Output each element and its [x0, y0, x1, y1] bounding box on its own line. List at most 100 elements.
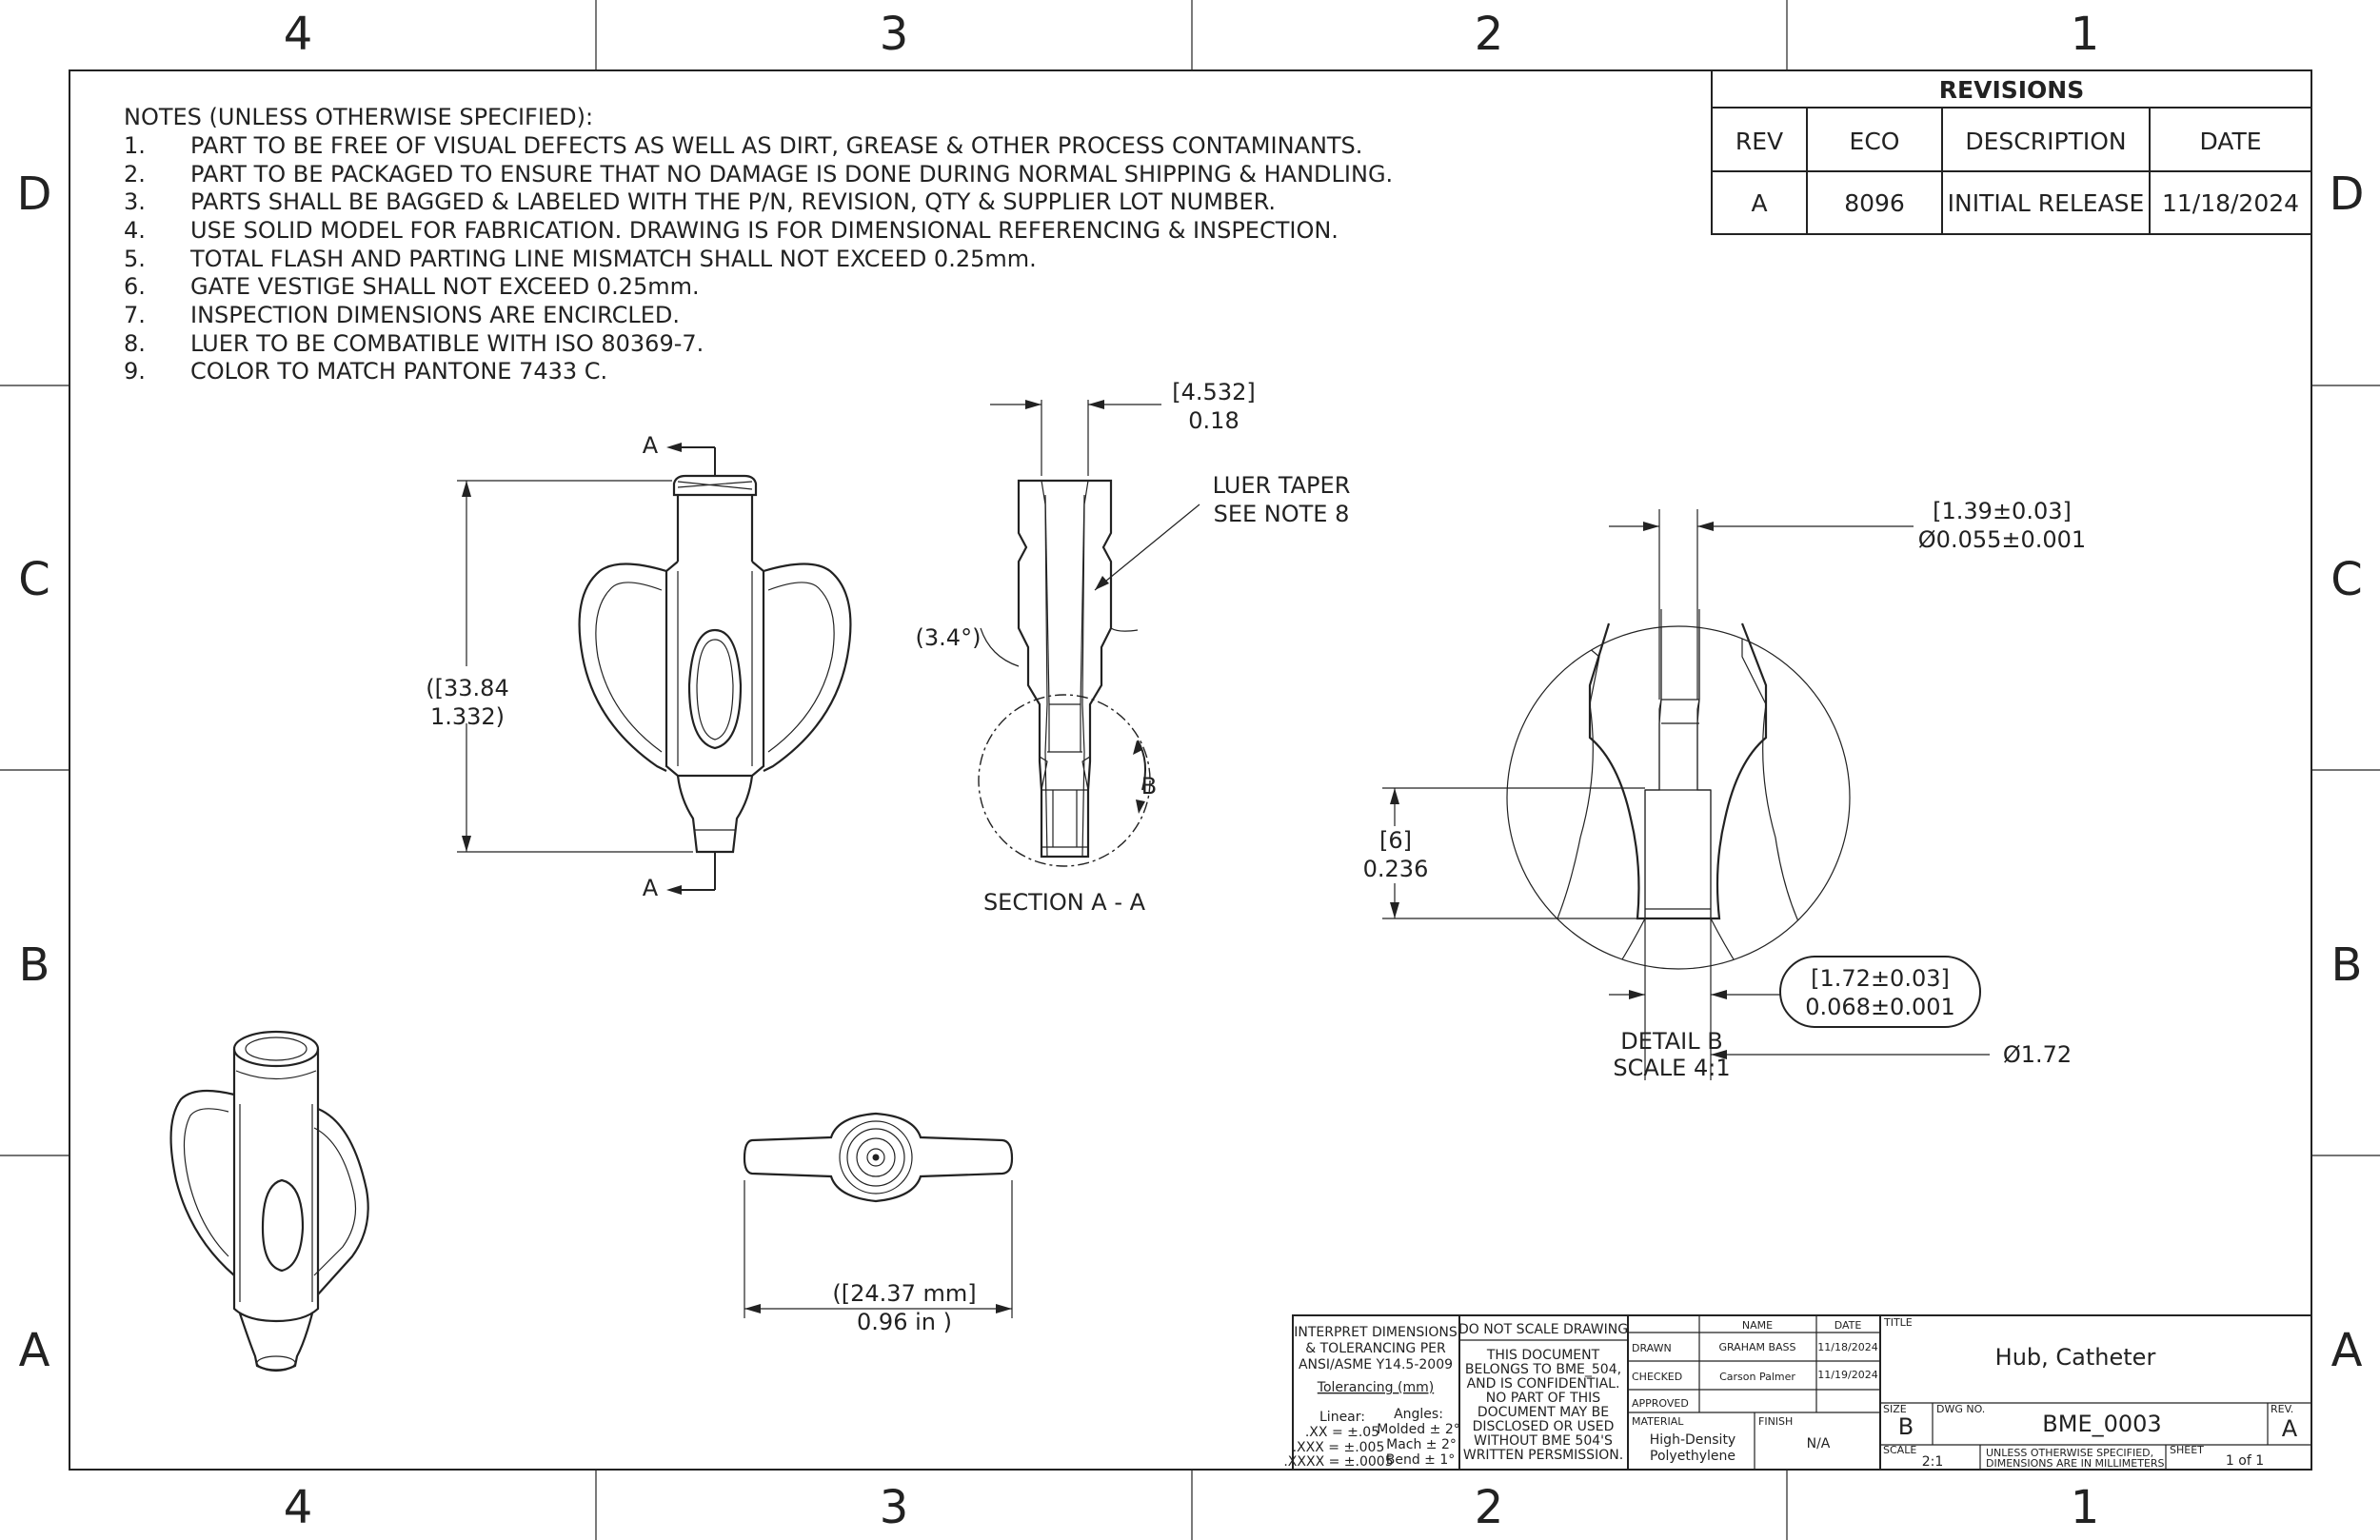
isometric-view — [169, 1030, 369, 1372]
note-2-text: PART TO BE PACKAGED TO ENSURE THAT NO DA… — [190, 161, 1393, 188]
dwg-no-value: BME_0003 — [2042, 1411, 2161, 1437]
section-a-a-view: B [4.532] 0.18 LUER TAPER SEE NOTE 8 (3.… — [916, 379, 1351, 916]
eco-cell: 8096 — [1844, 189, 1905, 217]
note-3-text: PARTS SHALL BE BAGGED & LABELED WITH THE… — [190, 188, 1276, 215]
zone-row-c-left: C — [18, 553, 50, 606]
tol-linear-1: .XX = ±.05 — [1305, 1425, 1379, 1440]
description-col-header: DESCRIPTION — [1965, 128, 2126, 155]
detail-diameter-dim: Ø1.72 — [2003, 1041, 2072, 1068]
tol-angle-3: Bend ± 1° — [1386, 1452, 1456, 1468]
zone-row-d-right: D — [2330, 168, 2365, 221]
section-label-bottom: A — [643, 875, 659, 901]
drawn-label: DRAWN — [1632, 1342, 1672, 1354]
note-9-text: COLOR TO MATCH PANTONE 7433 C. — [190, 358, 607, 385]
note-5-text: TOTAL FLASH AND PARTING LINE MISMATCH SH… — [189, 246, 1037, 272]
interpret-line1: INTERPRET DIMENSIONS — [1294, 1325, 1458, 1340]
rev-value: A — [2282, 1415, 2298, 1442]
scale-label: SCALE — [1883, 1444, 1916, 1456]
detail-title: DETAIL B — [1620, 1028, 1722, 1055]
size-label: SIZE — [1883, 1403, 1907, 1415]
detail-top-dim-line1: [1.39±0.03] — [1933, 498, 2072, 524]
tol-linear-3: .XXXX = ±.0005 — [1283, 1454, 1393, 1470]
detail-b-view: [1.39±0.03] Ø0.055±0.001 [6] 0.236 [1.72… — [1363, 498, 2087, 1081]
date-cell: 11/18/2024 — [2162, 189, 2299, 217]
confidential-line5: DOCUMENT MAY BE — [1478, 1405, 1609, 1420]
zone-col-2-bottom: 2 — [1475, 1481, 1504, 1534]
title-block: INTERPRET DIMENSIONS & TOLERANCING PER A… — [1283, 1314, 2312, 1471]
description-cell: INITIAL RELEASE — [1948, 189, 2145, 217]
zone-row-a-right: A — [2331, 1324, 2363, 1377]
zone-row-b-left: B — [19, 938, 50, 992]
zone-row-a-left: A — [19, 1324, 50, 1377]
note-6-num: 6. — [124, 273, 146, 300]
approved-label: APPROVED — [1632, 1397, 1689, 1410]
zone-col-3-bottom: 3 — [880, 1481, 909, 1534]
detail-b-ref: B — [1141, 773, 1157, 800]
detail-bottom-dim-line1: [1.72±0.03] — [1811, 965, 1950, 992]
height-dim-line2: 1.332) — [430, 703, 505, 730]
tol-angle-2: Mach ± 2° — [1386, 1437, 1457, 1452]
confidential-line8: WRITTEN PERSMISSION. — [1463, 1448, 1623, 1463]
finish-label: FINISH — [1758, 1415, 1793, 1428]
detail-height-dim-line1: [6] — [1379, 827, 1412, 854]
zone-row-c-right: C — [2330, 553, 2363, 606]
zone-row-d-left: D — [17, 168, 52, 221]
checked-date: 11/19/2024 — [1817, 1369, 1877, 1381]
checked-label: CHECKED — [1632, 1371, 1682, 1383]
units-line2: DIMENSIONS ARE IN MILLIMETERS — [1986, 1457, 2165, 1470]
scale-value: 2:1 — [1922, 1454, 1944, 1470]
luer-callout-line1: LUER TAPER — [1213, 472, 1351, 499]
date-header: DATE — [1835, 1319, 1862, 1332]
title-label: TITLE — [1883, 1316, 1913, 1329]
detail-height-dim-line2: 0.236 — [1363, 856, 1429, 882]
material-label: MATERIAL — [1632, 1415, 1684, 1428]
detail-scale: SCALE 4:1 — [1613, 1055, 1730, 1081]
zone-col-4-bottom: 4 — [284, 1481, 313, 1534]
note-1-num: 1. — [124, 132, 146, 159]
eco-col-header: ECO — [1850, 128, 1900, 155]
name-header: NAME — [1742, 1319, 1773, 1332]
note-7-num: 7. — [124, 302, 146, 328]
note-9-num: 9. — [124, 358, 146, 385]
rev-label: REV. — [2271, 1403, 2293, 1415]
checked-name: Carson Palmer — [1719, 1371, 1795, 1383]
note-8-text: LUER TO BE COMBATIBLE WITH ISO 80369-7. — [190, 330, 704, 357]
detail-top-dim-line2: Ø0.055±0.001 — [1918, 526, 2086, 553]
note-4-num: 4. — [124, 217, 146, 244]
zone-labels: 4 3 2 1 4 3 2 1 D C B A D C B A — [17, 8, 2365, 1534]
zone-row-b-right: B — [2331, 938, 2363, 992]
note-6-text: GATE VESTIGE SHALL NOT EXCEED 0.25mm. — [190, 273, 700, 300]
zone-col-3-top: 3 — [880, 8, 909, 61]
tol-angle-1: Molded ± 2° — [1377, 1422, 1459, 1437]
rev-cell: A — [1751, 189, 1767, 217]
front-view: A A ([33.84 1.332) — [426, 432, 852, 901]
note-7-text: INSPECTION DIMENSIONS ARE ENCIRCLED. — [190, 302, 680, 328]
section-title: SECTION A - A — [983, 889, 1146, 916]
section-label-top: A — [643, 432, 659, 459]
notes-block: NOTES (UNLESS OTHERWISE SPECIFIED): 1. P… — [124, 104, 1393, 385]
do-not-scale-label: DO NOT SCALE DRAWING — [1458, 1322, 1628, 1337]
top-view: ([24.37 mm] 0.96 in ) — [743, 1112, 1014, 1335]
drawn-name: GRAHAM BASS — [1718, 1341, 1795, 1353]
revisions-title: REVISIONS — [1939, 76, 2084, 104]
tol-linear-2: .XXX = ±.005 — [1293, 1440, 1385, 1455]
confidential-line1: THIS DOCUMENT — [1486, 1348, 1600, 1363]
interpret-line3: ANSI/ASME Y14.5-2009 — [1299, 1357, 1453, 1372]
luer-callout-line2: SEE NOTE 8 — [1214, 501, 1350, 527]
confidential-line3: AND IS CONFIDENTIAL. — [1467, 1376, 1620, 1392]
note-5-num: 5. — [124, 246, 146, 272]
confidential-line6: DISCLOSED OR USED — [1473, 1419, 1615, 1434]
size-value: B — [1898, 1413, 1914, 1440]
width-dim-line1: ([24.37 mm] — [832, 1280, 976, 1307]
revisions-table: REVISIONS REV ECO DESCRIPTION DATE A 809… — [1711, 69, 2312, 235]
zone-col-1-bottom: 1 — [2071, 1481, 2100, 1534]
finish-value: N/A — [1807, 1436, 1831, 1451]
detail-bottom-dim-line2: 0.068±0.001 — [1805, 994, 1955, 1020]
drawing-title: Hub, Catheter — [1995, 1344, 2156, 1371]
height-dim-line1: ([33.84 — [426, 675, 508, 701]
confidential-line2: BELONGS TO BME_504, — [1465, 1362, 1621, 1377]
notes-header: NOTES (UNLESS OTHERWISE SPECIFIED): — [124, 104, 593, 130]
angle-dim: (3.4°) — [916, 624, 982, 651]
rev-col-header: REV — [1735, 128, 1783, 155]
